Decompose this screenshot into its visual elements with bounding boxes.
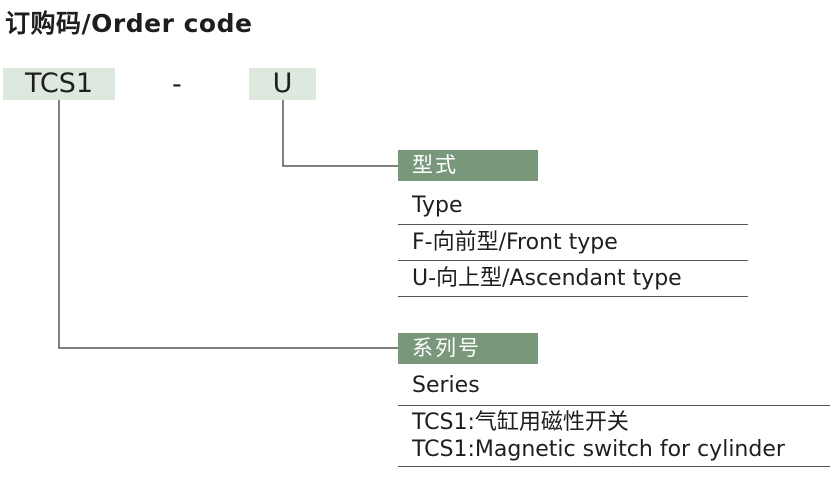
type-option-front: F-向前型/Front type	[412, 230, 618, 255]
series-divider	[398, 466, 830, 467]
code-segment-series: TCS1	[3, 68, 115, 100]
series-value-en: TCS1:Magnetic switch for cylinder	[412, 437, 785, 462]
type-option-ascendant: U-向上型/Ascendant type	[412, 266, 682, 291]
series-divider	[398, 405, 830, 406]
series-value-cn: TCS1:气缸用磁性开关	[412, 410, 629, 435]
series-header: 系列号	[398, 333, 538, 364]
type-divider	[398, 224, 748, 225]
type-divider	[398, 296, 748, 297]
type-label: Type	[412, 193, 463, 218]
series-label: Series	[412, 373, 480, 398]
order-code-title: 订购码/Order code	[5, 9, 253, 38]
series-connector-line	[58, 100, 398, 349]
type-divider	[398, 260, 748, 261]
type-connector-line	[282, 100, 398, 167]
code-segment-type: U	[249, 68, 316, 100]
type-header: 型式	[398, 150, 538, 181]
code-separator: -	[172, 69, 182, 100]
